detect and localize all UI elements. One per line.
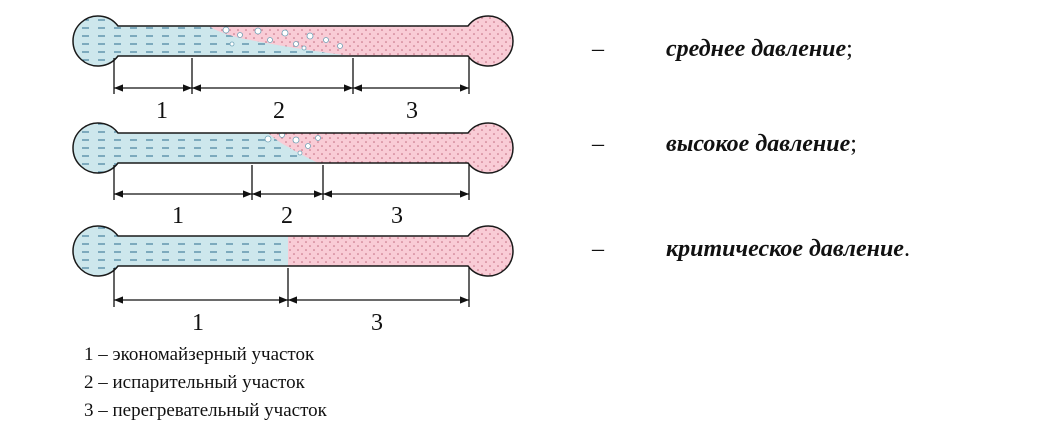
section-label: 2 [273, 98, 285, 124]
legend-item-superheater: 3 – перегревательный участок [84, 400, 327, 421]
punctuation: ; [850, 131, 857, 157]
section-label: 3 [406, 98, 418, 124]
pressure-text: среднее давление; [666, 36, 853, 63]
legend-item-evaporator: 2 – испарительный участок [84, 372, 305, 393]
dash: – [592, 236, 604, 262]
legend-item-economizer: 1 – экономайзерный участок [84, 344, 315, 365]
tube-medium-pressure [72, 15, 514, 67]
tube-high-pressure [72, 122, 514, 174]
dimension-lines-high [113, 165, 470, 200]
pressure-name: среднее давление [666, 36, 847, 62]
dimension-lines-medium [113, 58, 470, 94]
section-label: 3 [391, 203, 403, 229]
punctuation: . [903, 236, 910, 262]
dash: – [592, 131, 604, 157]
punctuation: ; [846, 36, 853, 62]
section-label: 1 [172, 203, 184, 229]
section-label: 1 [156, 98, 168, 124]
section-label: 2 [281, 203, 293, 229]
dimension-lines-critical [113, 268, 470, 307]
pressure-text: высокое давление; [666, 131, 857, 158]
section-label: 1 [192, 310, 204, 336]
pressure-name: высокое давление [666, 131, 851, 157]
section-label: 3 [371, 310, 383, 336]
pressure-name: критическое давление [666, 236, 904, 262]
dash: – [592, 36, 604, 62]
pressure-text: критическое давление. [666, 236, 910, 263]
